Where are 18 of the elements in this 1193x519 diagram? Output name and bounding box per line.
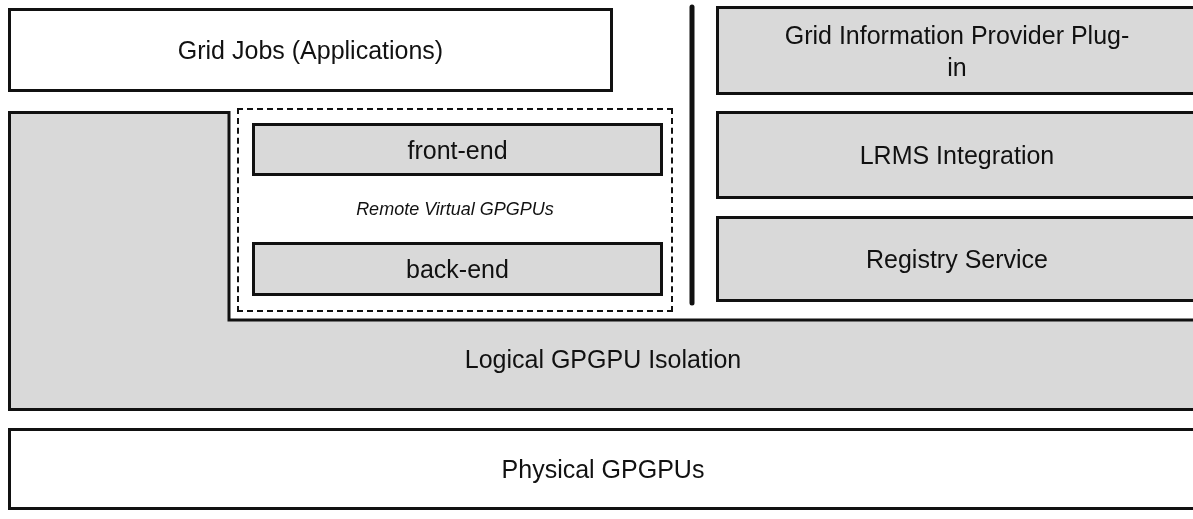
layer-label: Grid Information Provider Plug-in [783, 19, 1131, 83]
layer-box [8, 8, 613, 92]
layer-box [716, 6, 1193, 95]
layer-box [716, 216, 1193, 302]
layer-label: LRMS Integration [858, 139, 1056, 171]
layer-label: Grid Jobs (Applications) [176, 34, 445, 66]
layer-label: Logical GPGPU Isolation [463, 344, 743, 375]
layer-box [716, 111, 1193, 199]
dashed-group-box [237, 108, 673, 312]
group-label: Remote Virtual GPGPUs [355, 198, 555, 222]
layer-label: back-end [405, 253, 510, 285]
layer-box [252, 242, 663, 296]
l-shaped-layer [8, 111, 1193, 411]
layer-label: front-end [406, 134, 509, 166]
layer-label: Registry Service [865, 243, 1049, 275]
layer-box [8, 428, 1193, 510]
layer-label: Physical GPGPUs [500, 453, 706, 485]
layer-box [252, 123, 663, 176]
